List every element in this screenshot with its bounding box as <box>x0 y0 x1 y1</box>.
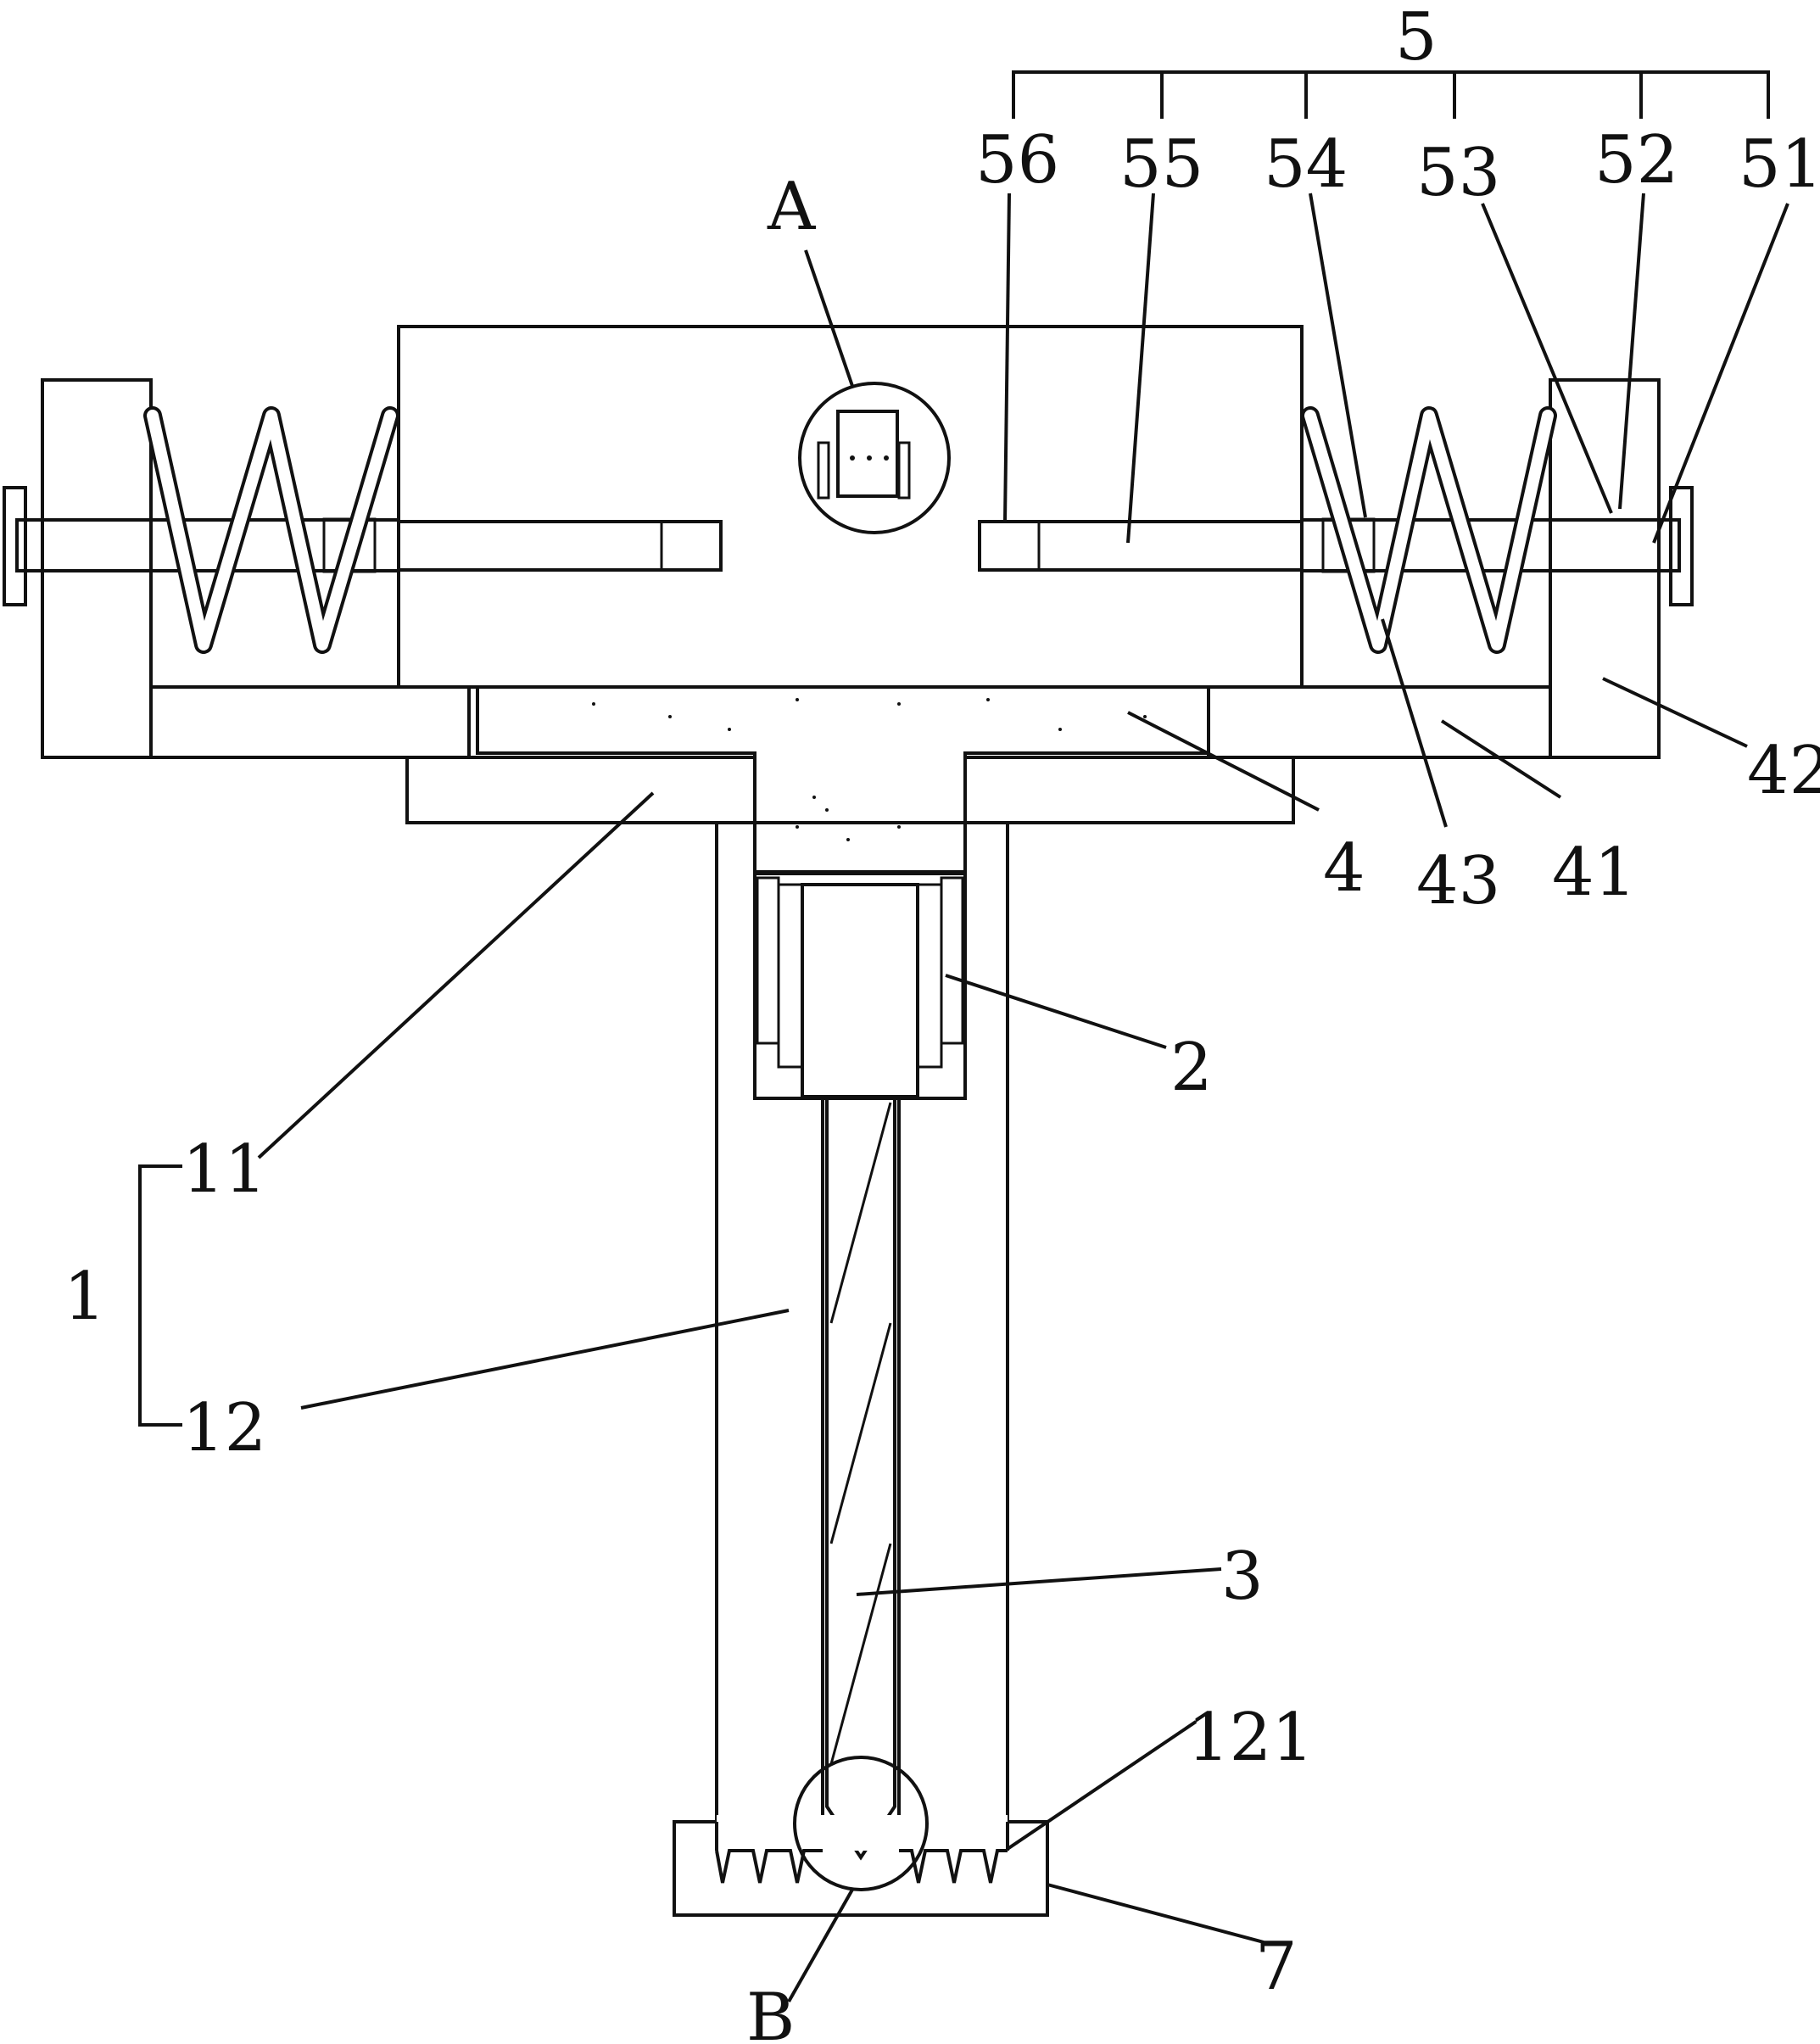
left-spring <box>143 406 399 654</box>
label-1: 1 <box>64 1259 106 1335</box>
label-11: 11 <box>182 1131 266 1208</box>
label-53: 53 <box>1416 135 1500 211</box>
label-a: A <box>767 169 817 245</box>
right-housing <box>1207 378 1694 759</box>
label-121: 121 <box>1187 1700 1314 1776</box>
detail-b-circle <box>793 1756 929 1891</box>
label-51: 51 <box>1739 126 1820 203</box>
detail-a-circle <box>798 382 951 534</box>
label-3: 3 <box>1221 1539 1264 1615</box>
label-5: 5 <box>1395 0 1438 75</box>
label-4: 4 <box>1323 830 1365 907</box>
leader-lines <box>138 70 1789 2002</box>
right-spring <box>1301 406 1557 654</box>
screw-shaft <box>825 1097 896 1861</box>
adhesive-cavity <box>476 685 1210 874</box>
label-12: 12 <box>182 1390 266 1466</box>
label-2: 2 <box>1170 1030 1213 1106</box>
base-plate <box>673 1815 1049 1917</box>
main-body-upper-plate <box>405 756 1295 824</box>
labels: 5 56 55 54 53 52 51 A 42 4 43 41 2 11 1 … <box>64 0 1820 2044</box>
label-56: 56 <box>975 122 1059 198</box>
sleeve <box>756 876 964 1098</box>
label-b: B <box>746 1980 795 2044</box>
label-55: 55 <box>1119 126 1203 203</box>
label-7: 7 <box>1255 1929 1298 2005</box>
label-52: 52 <box>1594 122 1678 198</box>
label-54: 54 <box>1264 126 1348 203</box>
label-43: 43 <box>1416 843 1500 919</box>
label-42: 42 <box>1747 733 1820 809</box>
label-41: 41 <box>1552 835 1636 911</box>
